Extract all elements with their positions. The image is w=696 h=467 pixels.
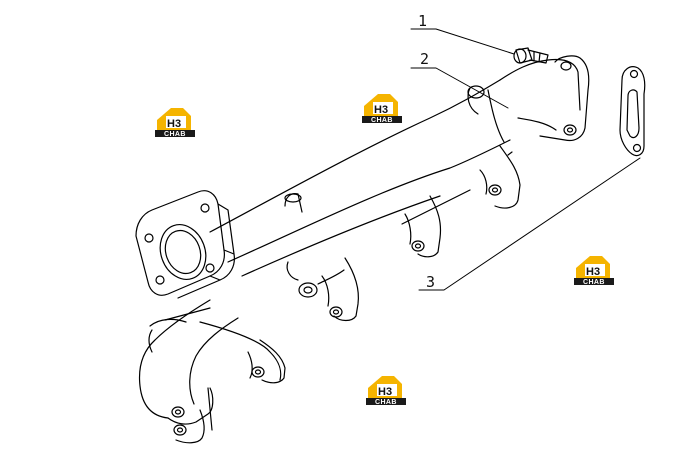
logo-mark: H3 <box>378 386 392 398</box>
logo-mark: H3 <box>167 118 181 130</box>
watermark-logo: H3 CHAB <box>362 94 402 124</box>
watermark-logo: H3 CHAB <box>574 256 614 286</box>
watermark-logo: H3 CHAB <box>155 108 195 138</box>
leader-lines <box>410 28 641 291</box>
logo-mark: H3 <box>374 104 388 116</box>
logo-word: CHAB <box>375 399 397 406</box>
logo-mark: H3 <box>586 266 600 278</box>
watermark-logo: H3 CHAB <box>366 376 406 406</box>
logo-word: CHAB <box>371 117 393 124</box>
callout-1: 1 <box>418 12 427 30</box>
gasket <box>619 66 646 157</box>
callout-2: 2 <box>420 50 429 68</box>
callout-3: 3 <box>426 273 435 291</box>
logo-word: CHAB <box>583 279 605 286</box>
exhaust-manifold <box>135 55 590 444</box>
bolt <box>513 47 549 64</box>
logo-word: CHAB <box>164 131 186 138</box>
